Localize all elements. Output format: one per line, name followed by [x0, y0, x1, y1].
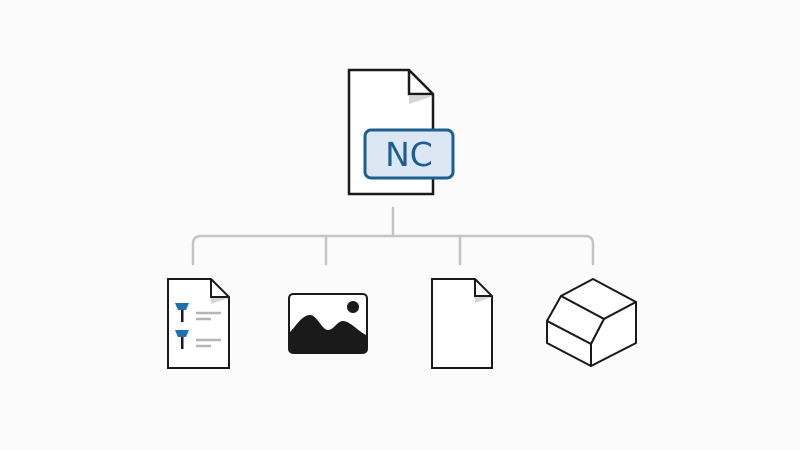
- nc-file-fold: [407, 70, 433, 96]
- image-mountains: [290, 315, 366, 352]
- nc-badge: [363, 128, 455, 180]
- blank-document-icon: [431, 278, 493, 369]
- nc-file-icon: NC: [347, 68, 455, 196]
- blank-document-fold: [474, 279, 492, 297]
- connector-bar: [191, 234, 595, 266]
- blank-document-fold-shadow: [475, 297, 492, 303]
- tool-list-document-icon: [167, 278, 230, 369]
- tool-list-fold: [210, 279, 229, 298]
- image-icon: [288, 293, 368, 354]
- milling-tool-icon: [175, 330, 189, 349]
- image-sun: [347, 301, 359, 313]
- connector-tree: [191, 206, 595, 266]
- blank-document-page: [431, 278, 493, 369]
- tool-list-fold-shadow: [211, 298, 229, 304]
- milling-tool-icon: [175, 303, 189, 322]
- nc-badge-label: NC: [385, 135, 433, 174]
- 3d-model-icon: [546, 278, 637, 367]
- nc-file-fold-shadow: [409, 96, 433, 104]
- 3d-model-side-face: [590, 301, 637, 367]
- tool-list-page: [167, 278, 230, 369]
